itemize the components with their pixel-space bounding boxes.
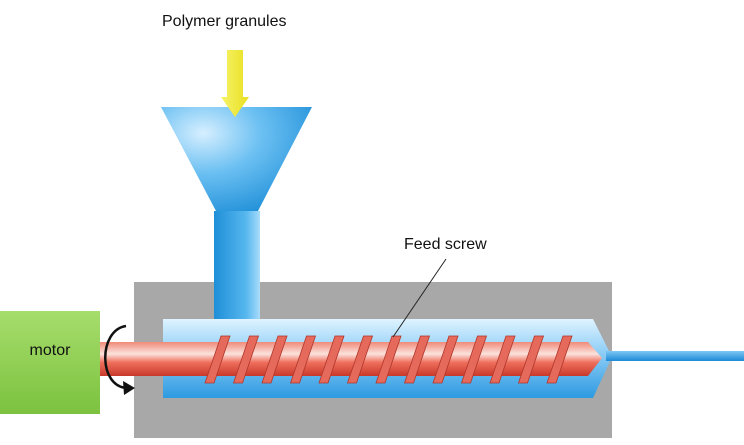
screw-flight	[261, 335, 288, 384]
screw-flight	[489, 335, 516, 384]
screw-flight	[318, 335, 345, 384]
screw-flight	[432, 335, 459, 384]
screw-flight	[375, 335, 402, 384]
screw-flight	[517, 335, 545, 384]
rotation-arrow-icon	[104, 324, 129, 390]
screw-flight	[403, 335, 431, 384]
screw-flight	[232, 335, 260, 384]
screw-flight	[546, 335, 573, 384]
screw-flights	[204, 335, 573, 384]
feed-screw-label: Feed screw	[404, 236, 487, 253]
granules-arrow-icon	[221, 50, 249, 117]
polymer-granules-label: Polymer granules	[162, 13, 287, 30]
hopper-funnel	[161, 107, 312, 211]
screw-flight	[346, 335, 374, 384]
motor-label: motor	[29, 342, 71, 359]
screw-flight	[460, 335, 488, 384]
screw-flight	[289, 335, 317, 384]
hopper-throat	[214, 211, 260, 319]
outlet-nozzle	[606, 351, 744, 361]
feed-screw-leader-line	[392, 258, 447, 338]
rotation-arrowhead-icon	[123, 381, 135, 395]
motor	[0, 311, 100, 414]
screw-flight	[204, 335, 231, 384]
